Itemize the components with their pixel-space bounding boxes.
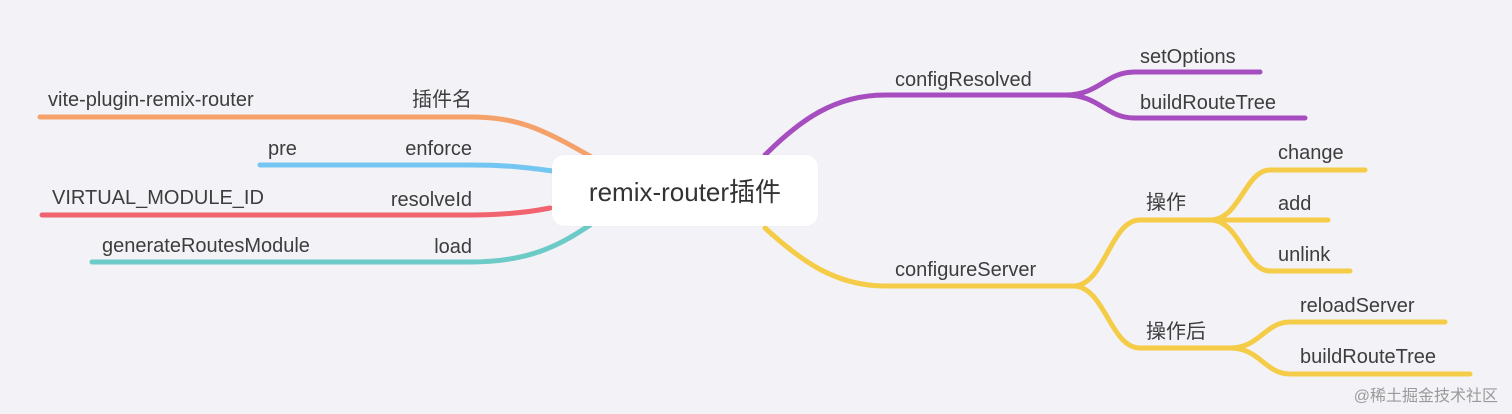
connector-configresolved [762, 92, 1068, 158]
group-ops: 操作 [1146, 192, 1186, 214]
key-configureserver: configureServer [895, 259, 1037, 281]
child-add: add [1278, 193, 1312, 215]
connector-configureserver [762, 225, 1076, 289]
connector-buildroutetree-1 [1062, 92, 1308, 121]
child-buildroutetree-1: buildRouteTree [1140, 92, 1277, 114]
value-plugin-name: vite-plugin-remix-router [48, 89, 254, 111]
connector-plugin-name [37, 114, 603, 165]
connector-resolveid [39, 205, 553, 218]
connector-buildroutetree-2 [1227, 345, 1473, 377]
child-reloadserver: reloadServer [1300, 295, 1415, 317]
connector-load [89, 222, 593, 265]
watermark: @稀土掘金技术社区 [1353, 388, 1498, 405]
value-resolveid: VIRTUAL_MODULE_ID [52, 187, 264, 209]
child-buildroutetree-2: buildRouteTree [1300, 346, 1437, 368]
connector-unlink [1207, 217, 1353, 274]
key-plugin-name: 插件名 [412, 89, 472, 111]
value-load: generateRoutesModule [102, 235, 310, 257]
key-enforce: enforce [405, 138, 472, 160]
group-after-ops: 操作后 [1146, 321, 1206, 343]
key-resolveid: resolveId [390, 189, 472, 211]
child-setoptions: setOptions [1140, 46, 1236, 68]
connector-group-after [1070, 283, 1233, 351]
child-unlink: unlink [1278, 244, 1331, 266]
connector-group-ops [1070, 217, 1213, 289]
value-enforce: pre [268, 138, 297, 160]
connector-enforce [257, 162, 563, 175]
key-configresolved: configResolved [895, 69, 1032, 91]
key-load: load [434, 236, 472, 258]
center-node: remix-router插件 [552, 155, 818, 226]
center-node-label: remix-router插件 [588, 177, 782, 207]
child-change: change [1278, 142, 1344, 164]
